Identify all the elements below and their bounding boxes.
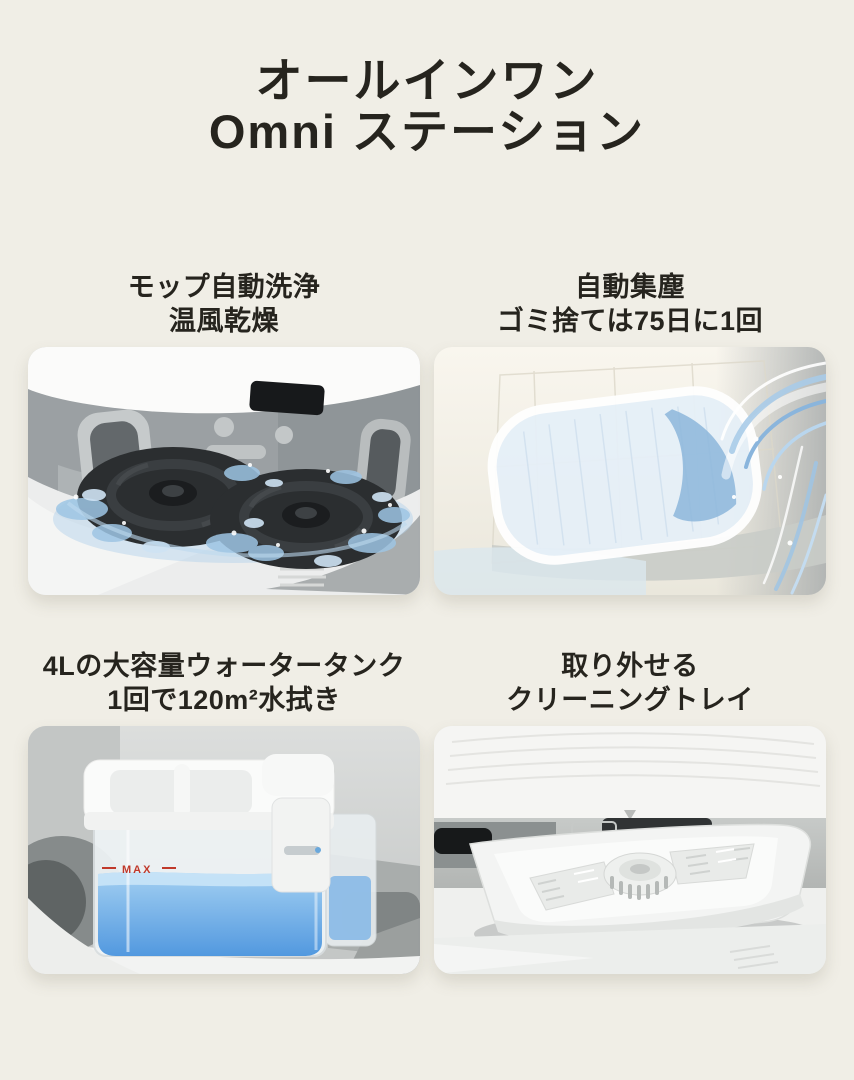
caption-line2: ゴミ捨ては75日に1回 [496, 305, 763, 336]
caption-line1: 自動集塵 [575, 271, 685, 302]
feature-water-tank: 4Lの大容量ウォータータンク 1回で120m²水拭き [28, 649, 420, 974]
max-fill-line: MAX [102, 864, 176, 876]
caption-line2: クリーニングトレイ [506, 684, 754, 715]
page-title-line2: Omni ステーション [208, 104, 646, 158]
page-title: オールインワン Omni ステーション [0, 0, 854, 158]
photo-dust-collection [434, 346, 826, 595]
mop-washing-illustration [28, 346, 420, 595]
feature-mop-washing: モップ自動洗浄 温風乾燥 [28, 270, 420, 595]
caption-line2: 温風乾燥 [169, 305, 279, 336]
caption-line1: モップ自動洗浄 [127, 271, 321, 302]
feature-caption: 4Lの大容量ウォータータンク 1回で120m²水拭き [28, 649, 420, 717]
dust-collection-illustration [434, 346, 826, 595]
photo-cleaning-tray [434, 725, 826, 974]
feature-cleaning-tray: 取り外せる クリーニングトレイ [434, 649, 826, 974]
photo-water-tank: MAX [28, 725, 420, 974]
caption-line1: 4Lの大容量ウォータータンク [42, 650, 406, 681]
caption-line2: 1回で120m²水拭き [107, 684, 341, 715]
caption-line1: 取り外せる [561, 650, 699, 681]
feature-caption: 自動集塵 ゴミ捨ては75日に1回 [434, 270, 826, 338]
page-title-line1: オールインワン [255, 54, 599, 107]
photo-mop-washing [28, 346, 420, 595]
feature-grid: モップ自動洗浄 温風乾燥 [0, 270, 854, 974]
feature-dust-collection: 自動集塵 ゴミ捨ては75日に1回 [434, 270, 826, 595]
water-tank-illustration: MAX [28, 725, 420, 974]
tank-max-label: MAX [122, 864, 152, 876]
feature-caption: 取り外せる クリーニングトレイ [434, 649, 826, 717]
cleaning-tray-illustration [434, 725, 826, 974]
feature-caption: モップ自動洗浄 温風乾燥 [28, 270, 420, 338]
